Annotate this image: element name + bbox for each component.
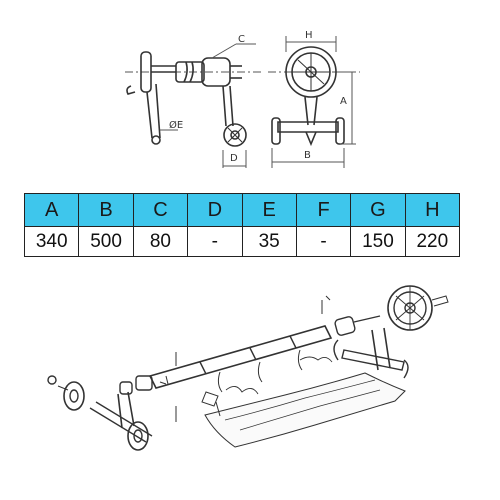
- left-wheel-lower: [127, 421, 149, 451]
- left-stand: [117, 391, 135, 429]
- header-cell-d: D: [187, 193, 243, 227]
- right-stand: [371, 327, 391, 371]
- label-d: D: [230, 153, 238, 164]
- header-cell-a: A: [23, 193, 80, 227]
- value-cell-b: 500: [78, 226, 134, 257]
- left-wheel-upper: [63, 381, 85, 411]
- label-h: H: [305, 30, 313, 41]
- value-cell-d: -: [187, 226, 243, 257]
- tube-end-cap: [334, 316, 356, 336]
- value-cell-a: 340: [23, 226, 80, 257]
- table-value-row: 340 500 80 - 35 - 150 220: [23, 226, 461, 257]
- exploded-assembly-drawing: [47, 285, 449, 451]
- label-c: C: [238, 34, 245, 45]
- label-b: B: [304, 150, 311, 161]
- header-cell-f: F: [295, 193, 352, 227]
- label-e: ØE: [169, 119, 183, 131]
- value-cell-f: -: [295, 226, 352, 257]
- front-view-roller: [271, 46, 345, 147]
- header-cell-h: H: [404, 193, 461, 227]
- header-cell-b: B: [78, 193, 134, 227]
- value-cell-h: 220: [404, 226, 461, 257]
- header-cell-c: C: [132, 193, 189, 227]
- header-cell-g: G: [350, 193, 406, 227]
- label-a: A: [340, 96, 347, 107]
- value-cell-e: 35: [241, 226, 297, 257]
- side-and-front-view-drawing: C ØE D H A B: [125, 30, 360, 168]
- header-cell-e: E: [241, 193, 297, 227]
- roller-tube: [148, 325, 333, 389]
- value-cell-c: 80: [132, 226, 189, 257]
- value-cell-g: 150: [350, 226, 406, 257]
- dimension-table: A B C D E F G H 340 500 80 - 35 - 150 22…: [23, 193, 461, 257]
- side-view-roller: [126, 51, 247, 147]
- table-header-row: A B C D E F G H: [23, 193, 461, 227]
- pool-cover-sheet: [204, 372, 406, 448]
